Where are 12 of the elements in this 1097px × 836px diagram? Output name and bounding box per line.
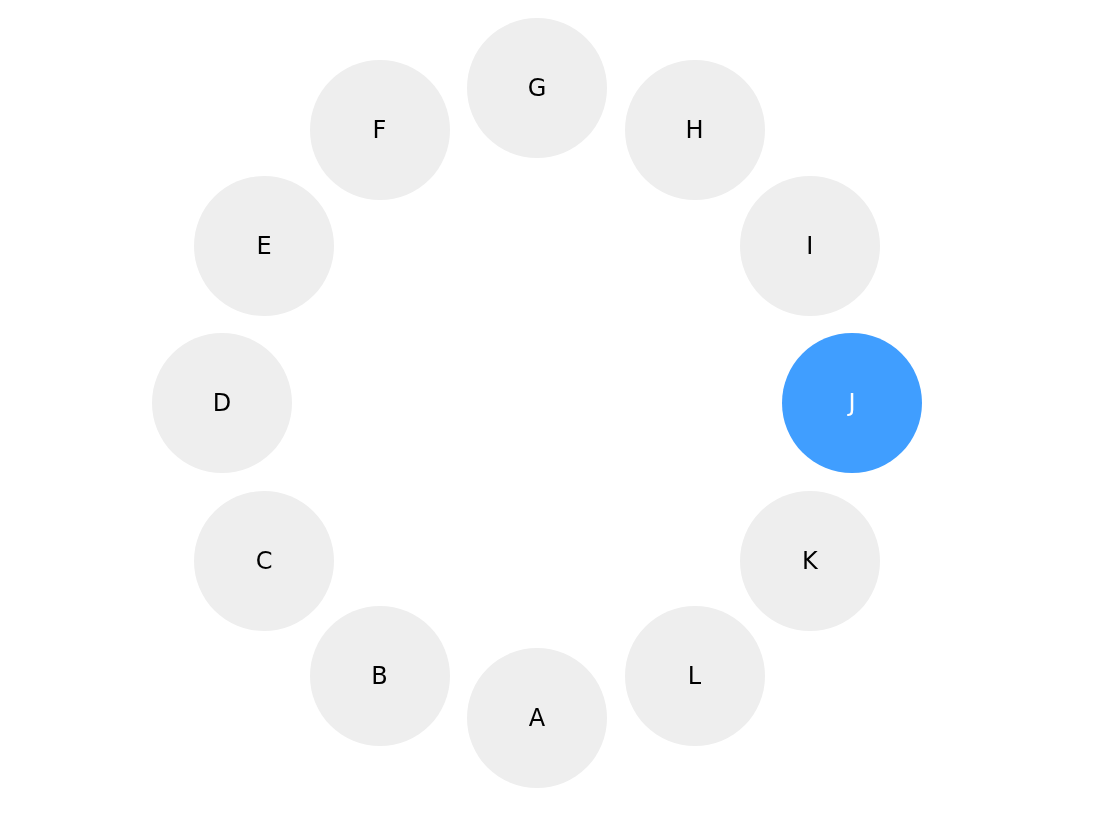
node-letter: G: [527, 76, 547, 100]
node-letter: E: [256, 233, 272, 258]
node-letter: H: [685, 118, 704, 143]
node-letter: L: [687, 663, 702, 688]
node-letter: A: [528, 706, 546, 730]
node-letter: F: [372, 118, 387, 143]
node-letter: B: [371, 663, 388, 688]
node-letter: C: [255, 548, 273, 573]
node-letter: I: [806, 233, 814, 258]
node-letter: D: [212, 391, 232, 415]
node-letter: J: [848, 391, 856, 415]
node-letter: K: [801, 548, 818, 573]
